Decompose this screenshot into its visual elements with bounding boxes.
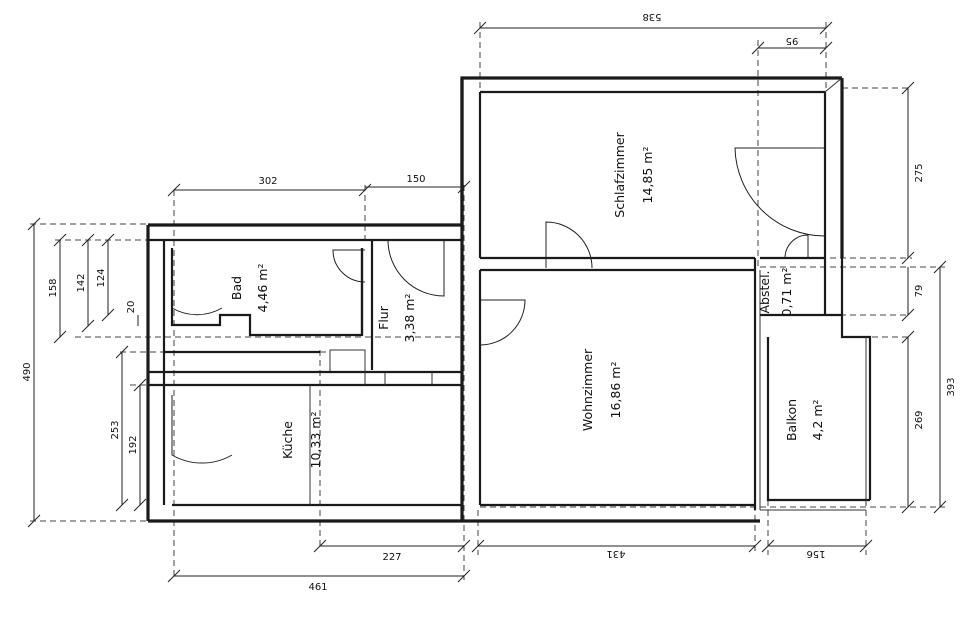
room-name-abstell: Abstel.	[757, 270, 772, 313]
door-flur	[387, 239, 445, 297]
room-name-flur: Flur	[376, 305, 391, 330]
room-name-bad: Bad	[229, 276, 244, 300]
dim-left-192: 192	[128, 435, 139, 454]
dim-bottom-156: 156	[806, 548, 825, 559]
room-area-wohnzimmer: 16,86 m²	[608, 362, 623, 419]
room-area-abstell: 0,71 m²	[779, 268, 794, 317]
dim-right-lower: 269	[914, 410, 925, 429]
room-name-balkon: Balkon	[784, 399, 799, 441]
dim-bottom-461: 461	[308, 582, 327, 593]
dim-bottom-431: 431	[606, 548, 625, 559]
door-flur-bad	[332, 249, 366, 283]
dim-right-total: 393	[946, 377, 957, 396]
dim-left-158: 158	[48, 278, 59, 297]
dim-right-mid: 79	[914, 285, 925, 298]
door-kueche	[171, 395, 233, 464]
dim-flur-width: 150	[406, 174, 425, 185]
doors	[171, 147, 826, 464]
room-area-flur: 3,38 m²	[402, 294, 417, 343]
dim-left-124: 124	[96, 268, 107, 287]
dim-left-total: 490	[22, 362, 33, 381]
room-area-balkon: 4,2 m²	[810, 399, 825, 440]
room-name-wohnzimmer: Wohnzimmer	[580, 348, 595, 431]
dimension-labels: 538 95 302 150 275 79 269 393 490 158 14…	[22, 11, 957, 593]
room-labels: Schlafzimmer 14,85 m² Bad 4,46 m² Flur 3…	[229, 131, 825, 468]
door-wohnzimmer	[479, 299, 526, 346]
reference-lines	[30, 22, 945, 580]
room-area-bad: 4,46 m²	[255, 264, 270, 313]
door-schlafzimmer	[545, 221, 593, 269]
dim-left-253: 253	[110, 420, 121, 439]
dim-top-small: 95	[786, 35, 799, 46]
dim-left-142: 142	[76, 273, 87, 292]
dim-top-total: 538	[642, 11, 661, 22]
dim-left-20: 20	[126, 301, 137, 314]
dim-bottom-227: 227	[382, 552, 401, 563]
dimension-lines	[27, 21, 947, 583]
dim-right-upper: 275	[914, 163, 925, 182]
door-abstell	[784, 234, 809, 259]
room-area-schlafzimmer: 14,85 m²	[640, 147, 655, 204]
room-area-kueche: 10,33 m²	[308, 412, 323, 469]
door-bad	[171, 258, 223, 316]
room-name-schlafzimmer: Schlafzimmer	[612, 131, 627, 217]
door-schlafzimmer-right	[734, 147, 826, 237]
room-name-kueche: Küche	[280, 421, 295, 459]
dim-bad-width: 302	[258, 176, 277, 187]
